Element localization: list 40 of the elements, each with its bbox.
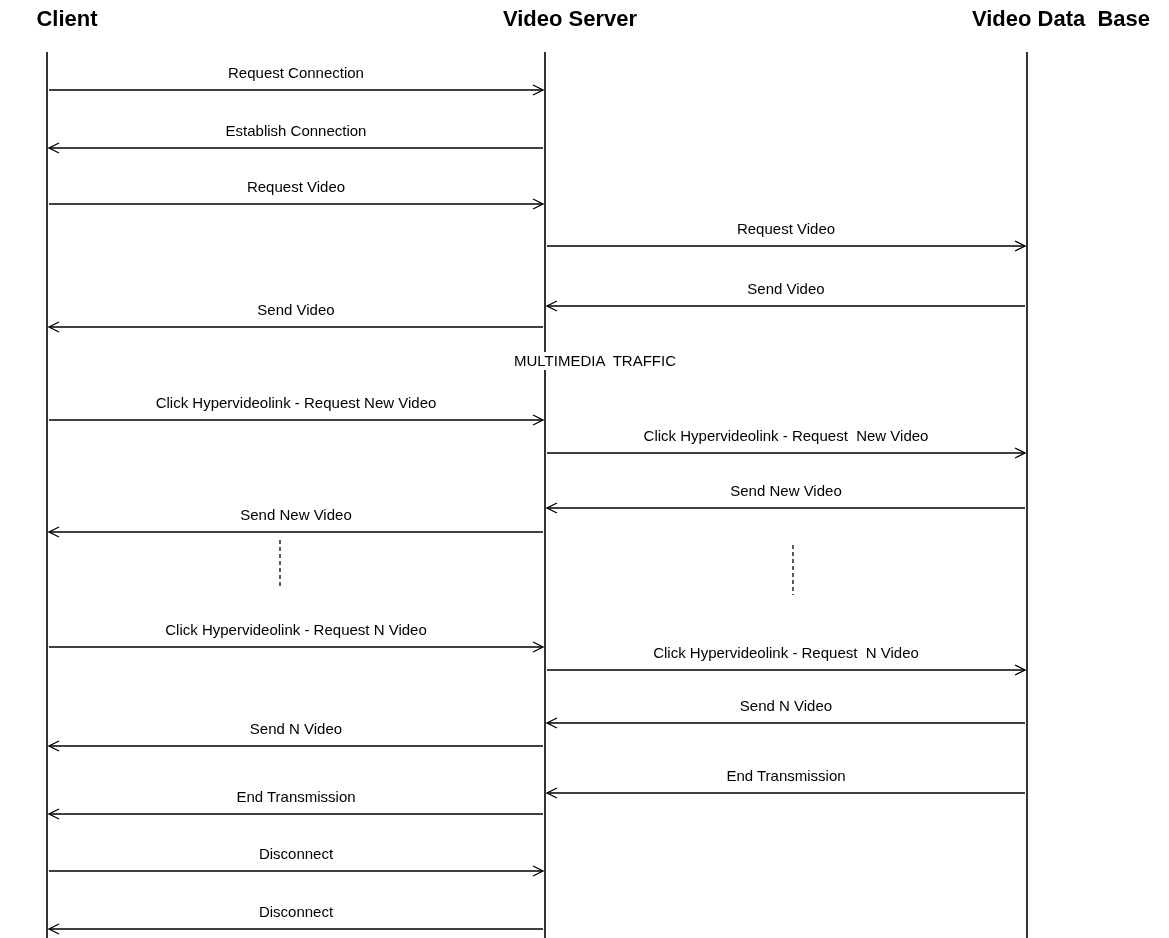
message-arrow (546, 787, 1026, 799)
message-arrow (48, 923, 544, 935)
message-label: Send N Video (739, 697, 833, 715)
message-arrow (546, 502, 1026, 514)
message-arrow (48, 414, 544, 426)
message-label: Disconnect (258, 845, 334, 863)
section-note: MULTIMEDIA TRAFFIC (514, 352, 676, 370)
message-arrow (48, 808, 544, 820)
message-label: Establish Connection (225, 122, 367, 140)
message-label: Send Video (747, 280, 825, 298)
message-arrow (546, 447, 1026, 459)
message-arrow (48, 321, 544, 333)
message-label: Click Hypervideolink - Request New Video (643, 427, 929, 445)
message-label: Click Hypervideolink - Request N Video (165, 621, 427, 639)
message-arrow (546, 240, 1026, 252)
message-label: Request Video (736, 220, 836, 238)
message-arrow (546, 717, 1026, 729)
message-label: Request Connection (228, 64, 364, 82)
message-label: Send New Video (730, 482, 842, 500)
participant-label: Video Server (502, 6, 638, 32)
message-arrow (48, 142, 544, 154)
message-label: Disconnect (258, 903, 334, 921)
message-arrow (48, 198, 544, 210)
message-arrow (48, 740, 544, 752)
message-arrow (546, 300, 1026, 312)
message-label: End Transmission (726, 767, 846, 785)
message-arrow (48, 84, 544, 96)
message-label: Send Video (257, 301, 335, 319)
message-label: Send N Video (249, 720, 343, 738)
message-label: Send New Video (240, 506, 352, 524)
message-label: End Transmission (236, 788, 356, 806)
message-arrow (48, 865, 544, 877)
participant-label: Video Data Base (971, 6, 1151, 32)
message-arrow (48, 641, 544, 653)
message-label: Click Hypervideolink - Request New Video (155, 394, 437, 412)
message-label: Request Video (246, 178, 346, 196)
message-arrow (48, 526, 544, 538)
message-label: Click Hypervideolink - Request N Video (653, 644, 919, 662)
participant-label: Client (36, 6, 98, 32)
message-arrow (546, 664, 1026, 676)
